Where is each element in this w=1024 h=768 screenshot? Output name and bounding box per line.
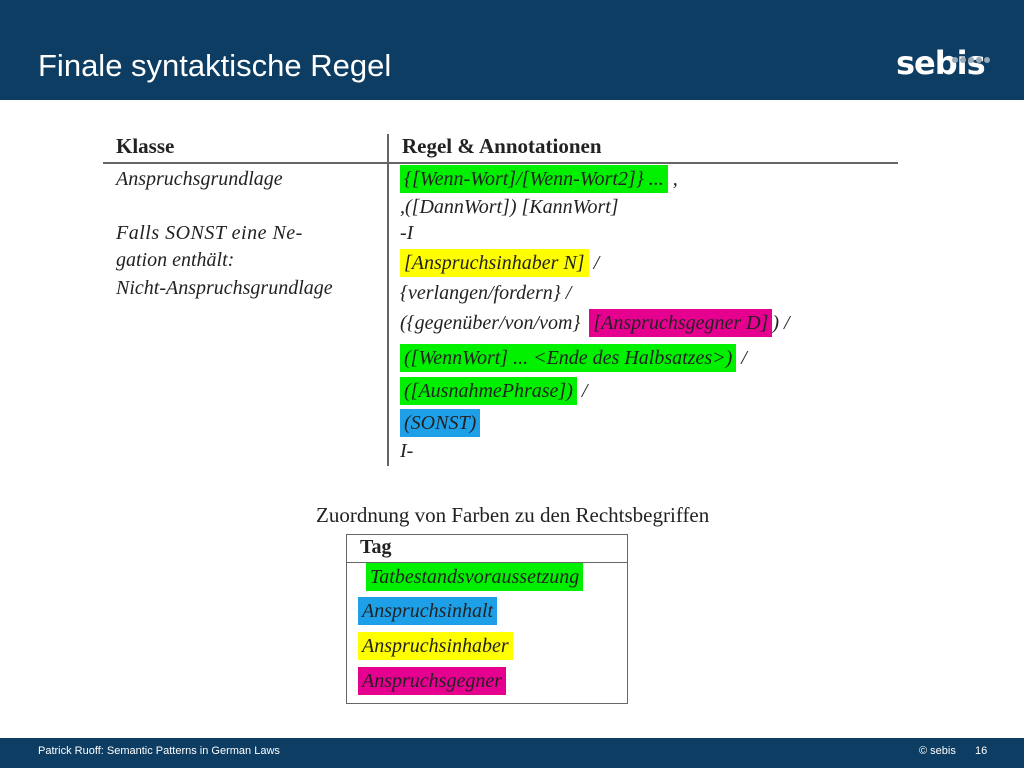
highlight-anspruchsinhaber: [Anspruchsinhaber N]	[400, 249, 589, 277]
rule-line-6: ({gegenüber/von/vom} [Anspruchsgegner D]…	[400, 309, 790, 337]
page-number: 16	[975, 745, 988, 757]
highlight-anspruchsgegner: [Anspruchsgegner D]	[589, 309, 773, 337]
highlight-tatbestand: ([AusnahmePhrase])	[400, 377, 577, 405]
footer-author: Patrick Ruoff: Semantic Patterns in Germ…	[38, 745, 280, 757]
footer-bar	[0, 738, 1024, 768]
klasse-line: Nicht-Anspruchsgrundlage	[116, 277, 333, 299]
sebis-logo: sebis	[896, 44, 986, 82]
rule-line-1: {[Wenn-Wort]/[Wenn-Wort2]} ... ,	[400, 165, 678, 193]
col-header-regel: Regel & Annotationen	[402, 134, 602, 158]
table-column-divider	[387, 134, 389, 466]
highlight-tatbestand: ([WennWort] ... <Ende des Halbsatzes>)	[400, 344, 737, 372]
logo-dots-icon	[952, 50, 992, 68]
legend-tag-anspruchsinhaber: Anspruchsinhaber	[358, 632, 513, 660]
rule-line-10: I-	[400, 440, 414, 462]
klasse-line: Falls SONST eine Ne-	[116, 222, 303, 244]
klasse-line: Anspruchsgrundlage	[116, 168, 283, 190]
legend-tag-anspruchsgegner: Anspruchsgegner	[358, 667, 506, 695]
klasse-line: gation enthält:	[116, 249, 235, 271]
legend-header-divider	[346, 562, 628, 563]
slide-title: Finale syntaktische Regel	[38, 48, 392, 83]
table-header-divider	[103, 162, 898, 164]
rule-line-3: -I	[400, 222, 414, 244]
rule-line-5: {verlangen/fordern} /	[400, 282, 572, 304]
col-header-klasse: Klasse	[116, 134, 175, 158]
legend-caption: Zuordnung von Farben zu den Rechtsbegrif…	[316, 503, 710, 527]
rule-line-7: ([WennWort] ... <Ende des Halbsatzes>) /	[400, 344, 747, 372]
rule-line-2: ,([DannWort]) [KannWort]	[400, 196, 619, 218]
rule-line-4: [Anspruchsinhaber N] /	[400, 249, 599, 277]
footer-copyright: © sebis	[919, 745, 956, 757]
highlight-tatbestand: {[Wenn-Wort]/[Wenn-Wort2]} ...	[400, 165, 668, 193]
legend-tag-anspruchsinhalt: Anspruchsinhalt	[358, 597, 498, 625]
header-bar	[0, 0, 1024, 100]
rule-line-8: ([AusnahmePhrase]) /	[400, 377, 587, 405]
legend-table	[346, 534, 628, 704]
legend-tag-tatbestandsvoraussetzung: Tatbestandsvoraussetzung	[366, 563, 584, 591]
highlight-anspruchsinhalt: (SONST)	[400, 409, 481, 437]
rule-line-9: (SONST)	[400, 409, 481, 437]
legend-header-tag: Tag	[360, 536, 392, 558]
